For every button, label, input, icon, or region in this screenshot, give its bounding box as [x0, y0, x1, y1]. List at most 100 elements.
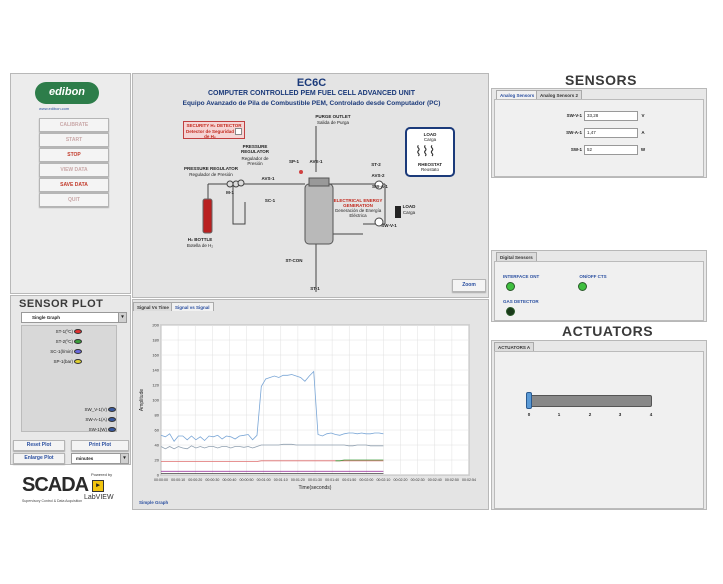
labview-label: LabVIEW [84, 494, 114, 501]
legend-st1[interactable]: ST-1(ºC) [24, 328, 82, 336]
legend-swa1[interactable]: SW-A-1(A) [60, 416, 116, 424]
start-button[interactable]: START [39, 133, 109, 147]
security-detector-box[interactable]: SECURITY H₂ DETECTOR Detector de Segurid… [183, 121, 245, 139]
legend-st2[interactable]: ST-2(ºC) [24, 338, 82, 346]
analog-sensors-panel: Analog Sensors Analog Sensors 2 SW-V-1 3… [491, 88, 707, 178]
y-tick-label: 80 [155, 413, 160, 418]
save-data-button[interactable]: SAVE DATA [39, 178, 109, 192]
tab-analog-sensors[interactable]: Analog Sensors [496, 90, 539, 99]
y-tick-label: 100 [152, 398, 159, 403]
x-tick-label: 00:01:20 [291, 478, 305, 482]
plot-mode-select[interactable]: Single Graph▾ [21, 312, 127, 323]
tag-swv1[interactable]: SW-V-1 [381, 223, 397, 228]
tag-swa1[interactable]: SW-A-1 [372, 184, 388, 189]
legend-swatch [74, 329, 82, 335]
energy-label-es: Generación de Energía Eléctrica [334, 208, 382, 218]
x-tick-label: 00:01:30 [308, 478, 322, 482]
legend-swatch [108, 417, 116, 423]
control-panel: edibon www.edibon.com CALIBRATE START ST… [10, 73, 131, 294]
series-line-1 [160, 443, 384, 450]
x-axis-label: Time(seconds) [299, 485, 332, 491]
x-tick-label: 00:00:40 [222, 478, 236, 482]
tag-m1[interactable]: M-1 [226, 190, 234, 195]
chevron-down-icon: ▾ [120, 454, 128, 463]
load-label: LOAD [423, 132, 437, 137]
view-data-button[interactable]: VIEW DATA [39, 163, 109, 177]
tab-signal-vs-signal[interactable]: Signal vs Signal [171, 302, 214, 311]
legend-swatch [74, 339, 82, 345]
x-tick-label: 00:02:30 [411, 478, 425, 482]
tag-st2[interactable]: ST-2 [371, 162, 381, 167]
x-tick-label: 00:02:50 [445, 478, 459, 482]
interface-ont-label: INTERFACE ONT [503, 274, 540, 279]
sensor-tag-swa1: SW-A-1 [566, 130, 582, 135]
alarm-indicator [235, 128, 242, 135]
bottle-label-es: Botella de H₂ [186, 243, 214, 248]
x-tick-label: 00:02:54 [462, 478, 476, 482]
fuel-cell-stack [304, 183, 334, 245]
legend-sc1[interactable]: SC-1(l/min) [24, 348, 82, 356]
y-tick-label: 0 [157, 473, 160, 478]
time-units-select[interactable]: minutes ▾ [71, 453, 129, 464]
zoom-button[interactable]: Zoom [452, 279, 486, 292]
chart-footer: Simple Graph [139, 500, 169, 505]
y-axis-label: Amplitude [139, 389, 145, 411]
x-tick-label: 00:00:00 [154, 478, 168, 482]
tag-sp1[interactable]: SP-1 [288, 159, 299, 164]
x-tick-label: 00:02:00 [359, 478, 373, 482]
sensor-plot-title: SENSOR PLOT [19, 298, 104, 310]
x-tick-label: 00:02:20 [394, 478, 408, 482]
labview-icon: ▸ [92, 480, 104, 492]
legend-sw1[interactable]: SW-1(W) [60, 426, 116, 434]
x-tick-label: 00:01:50 [342, 478, 356, 482]
reset-plot-button[interactable]: Reset Plot [13, 440, 65, 451]
energy-label: ELECTRICAL ENERGY GENERATION [333, 198, 383, 208]
x-tick-label: 00:02:40 [428, 478, 442, 482]
legend-sp1[interactable]: SP-1(bar) [24, 358, 82, 366]
digital-sensor-area: INTERFACE ONT ON/OFF CTS GAS DETECTOR [494, 261, 704, 321]
piping-diagram [202, 126, 401, 292]
slider-tick-3: 3 [618, 412, 622, 417]
powered-by-label: Powered by [91, 472, 113, 477]
bottle-label: H₂ BOTTLE [187, 237, 213, 242]
quit-button[interactable]: QUIT [39, 193, 109, 207]
stop-button[interactable]: STOP [39, 148, 109, 162]
tag-stcon[interactable]: ST-CON [285, 258, 303, 263]
legend-swatch [74, 349, 82, 355]
tab-digital-sensors[interactable]: Digital Sensors [496, 252, 537, 261]
sensor-unit-sw1: W [640, 147, 646, 152]
actuator-slider-handle[interactable] [526, 392, 532, 409]
tab-analog-sensors-2[interactable]: Analog Sensors 2 [536, 90, 583, 99]
actuator-slider-track[interactable] [530, 395, 652, 407]
tag-avs1[interactable]: AVS-1 [261, 176, 275, 181]
series-line-0 [160, 370, 384, 443]
tab-actuators-a[interactable]: ACTUATORS A [494, 342, 535, 351]
slider-tick-1: 1 [557, 412, 561, 417]
tag-ave1[interactable]: AVE-1 [309, 159, 323, 164]
x-tick-label: 00:00:30 [205, 478, 219, 482]
tag-avs2[interactable]: AVS-2 [371, 173, 385, 178]
x-tick-label: 00:02:10 [376, 478, 390, 482]
print-plot-button[interactable]: Print Plot [71, 440, 129, 451]
load-rheostat-box[interactable]: LOAD Carga ⌇⌇⌇ RHEOSTAT Reostato [405, 127, 455, 177]
y-tick-label: 60 [155, 428, 160, 433]
h2-bottle [202, 198, 213, 234]
tag-sc1[interactable]: SC-1 [264, 198, 276, 203]
rheostat-label: RHEOSTAT [417, 162, 443, 167]
gas-detector-label: GAS DETECTOR [503, 299, 539, 304]
purge-label-es: Salida de Purga [316, 120, 350, 125]
time-units-value: minutes [76, 456, 94, 461]
load-label-es: Carga [423, 137, 437, 142]
x-tick-label: 00:01:00 [257, 478, 271, 482]
plot-mode-value: Single Graph [32, 315, 61, 320]
tag-st1[interactable]: ST-1 [310, 286, 320, 291]
x-tick-label: 00:00:50 [240, 478, 254, 482]
load2-label-es: Carga [402, 210, 416, 215]
security-detector-label: SECURITY H₂ DETECTOR [186, 123, 242, 128]
legend-swv1[interactable]: SW_V-1(V) [60, 406, 116, 414]
tab-signal-vs-time[interactable]: Signal Vs Time [133, 302, 173, 311]
enlarge-plot-button[interactable]: Enlarge Plot [13, 453, 65, 464]
calibrate-button[interactable]: CALIBRATE [39, 118, 109, 132]
edibon-logo: edibon [35, 82, 99, 104]
